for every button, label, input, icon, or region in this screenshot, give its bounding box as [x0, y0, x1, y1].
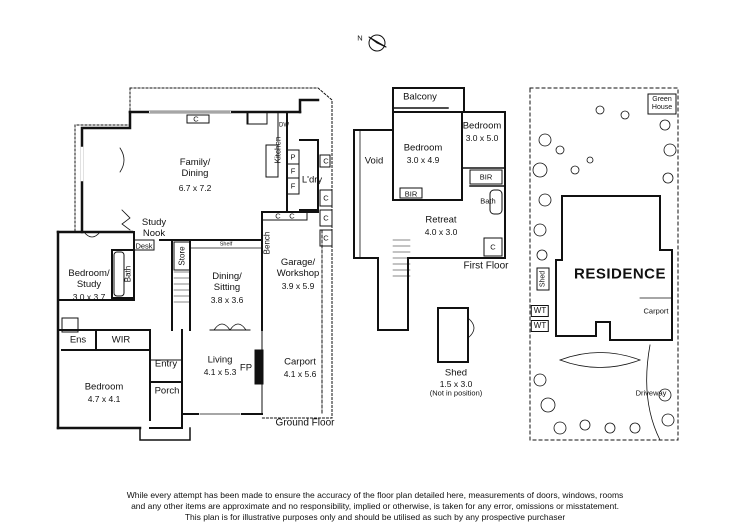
kitchen-label: Kitchen — [273, 136, 283, 164]
family-dining-size: 6.7 x 7.2 — [178, 183, 212, 193]
pantry-mark: P — [290, 152, 296, 162]
water-tank-b-label: WT — [530, 320, 550, 332]
bedroom-size: 4.7 x 4.1 — [87, 394, 121, 404]
site-plan — [529, 87, 679, 441]
first-cupboard-mark: C — [490, 242, 496, 252]
cupboard-mark: C — [323, 156, 329, 166]
dining-sitting-size: 3.8 x 3.6 — [210, 295, 244, 305]
entry-label: Entry — [154, 358, 178, 370]
porch-label: Porch — [154, 385, 180, 397]
dw-mark: DW — [279, 122, 289, 129]
first-floor-title: First Floor — [463, 260, 509, 272]
retreat-label: Retreat — [425, 214, 457, 226]
ground-floor-plan — [56, 87, 333, 441]
bedroom-a-label: Bedroom — [403, 142, 443, 154]
cupboard-mark: C — [323, 193, 329, 203]
first-floor-plan — [353, 87, 506, 331]
dining-sitting-label: Dining/ Sitting — [212, 271, 242, 293]
garage-workshop-label: Garage/ Workshop — [276, 257, 320, 279]
shed-note: (Not in position) — [429, 388, 483, 398]
disclaimer-line: This plan is for illustrative purposes o… — [184, 512, 566, 522]
shelf-label: Shelf — [219, 241, 233, 248]
living-size: 4.1 x 5.3 — [203, 367, 237, 377]
bedroom-a-size: 3.0 x 4.9 — [406, 155, 440, 165]
fridge-mark-a: F — [290, 166, 296, 176]
bedroom-label: Bedroom — [84, 381, 124, 393]
driveway-label: Driveway — [635, 388, 667, 398]
disclaimer-line: and any other items are approximate and … — [131, 501, 619, 511]
store-label: Store — [177, 246, 187, 266]
bir-a-label: BIR — [404, 189, 418, 199]
cupboard-mark: C — [323, 213, 329, 223]
garage-workshop-size: 3.9 x 5.9 — [281, 281, 315, 291]
carport-size: 4.1 x 5.6 — [283, 369, 317, 379]
shed-size: 1.5 x 3.0 — [439, 379, 473, 389]
fireplace-label: FP — [239, 362, 253, 374]
first-bath-label: Bath — [480, 196, 496, 206]
bedroom-study-size: 3.0 x 3.7 — [72, 292, 106, 302]
north-label: N — [357, 33, 363, 43]
cupboard-mark: C — [323, 233, 329, 243]
bir-b-label: BIR — [479, 172, 493, 182]
cupboard-mark: C — [275, 211, 281, 221]
fridge-mark-b: F — [290, 181, 296, 191]
bench-label: Bench — [262, 231, 272, 255]
retreat-size: 4.0 x 3.0 — [424, 227, 458, 237]
disclaimer: While every attempt has been made to ens… — [0, 490, 750, 523]
shed-label: Shed — [444, 367, 468, 379]
compass-icon — [368, 34, 387, 52]
void-label: Void — [364, 155, 384, 167]
cupboard-mark: C — [193, 114, 199, 124]
site-shed-label: Shed — [539, 270, 547, 288]
desk-label: Desk — [135, 241, 153, 251]
bedroom-study-label: Bedroom/ Study — [68, 268, 110, 290]
family-dining-label: Family/ Dining — [179, 157, 211, 179]
bedroom-b-label: Bedroom — [462, 120, 502, 132]
bath-label: Bath — [123, 265, 133, 283]
balcony-label: Balcony — [403, 91, 437, 103]
site-carport-label: Carport — [643, 306, 669, 316]
bedroom-b-size: 3.0 x 5.0 — [465, 133, 499, 143]
shed-plan — [437, 307, 475, 363]
wir-label: WIR — [111, 334, 131, 346]
disclaimer-line: While every attempt has been made to ens… — [126, 490, 624, 500]
study-nook-label: Study Nook — [141, 217, 167, 239]
carport-label: Carport — [284, 356, 316, 368]
cupboard-mark: C — [289, 211, 295, 221]
living-label: Living — [207, 354, 233, 366]
laundry-label: L'dry — [301, 174, 323, 186]
ensuite-label: Ens — [69, 334, 87, 346]
ground-floor-title: Ground Floor — [275, 417, 335, 429]
green-house-label: Green House — [651, 96, 673, 111]
water-tank-a-label: WT — [530, 305, 550, 317]
residence-label: RESIDENCE — [573, 265, 667, 283]
